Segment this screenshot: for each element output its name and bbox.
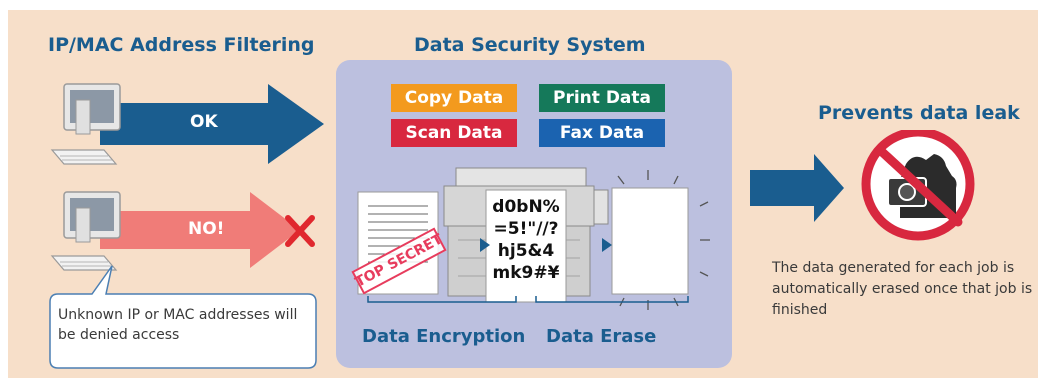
tag-fax-data: Fax Data — [539, 119, 665, 147]
no-camera-icon — [861, 130, 975, 241]
tag-copy-data: Copy Data — [391, 84, 517, 112]
encrypted-document — [485, 189, 567, 303]
encrypted-line: d0bN% — [492, 197, 560, 217]
encrypted-text: d0bN% =5!"//? hj5&4 mk9#¥ — [488, 196, 564, 284]
erase-label: Data Erase — [546, 326, 657, 347]
flow-arrow — [480, 238, 490, 252]
encrypted-line: mk9#¥ — [492, 263, 560, 283]
computer-icon — [50, 191, 121, 271]
leak-heading: Prevents data leak — [818, 102, 1020, 124]
computer-icon — [50, 83, 121, 165]
callout-bubble — [49, 265, 317, 369]
encryption-bracket — [367, 296, 517, 303]
security-heading: Data Security System — [414, 34, 646, 56]
security-graphics — [357, 167, 710, 310]
filtering-graphics — [49, 83, 324, 369]
no-label: NO! — [188, 219, 225, 239]
ok-arrow — [100, 84, 324, 164]
deny-x-icon — [285, 215, 315, 247]
encrypted-line: hj5&4 — [497, 241, 555, 261]
callout-text: Unknown IP or MAC addresses will be deni… — [58, 307, 298, 343]
no-arrow — [100, 192, 300, 268]
encrypted-line: =5!"//? — [493, 219, 559, 239]
erased-document — [611, 187, 689, 295]
right-arrow — [750, 154, 844, 222]
ok-label: OK — [190, 112, 218, 132]
filtering-heading: IP/MAC Address Filtering — [48, 34, 315, 56]
leak-graphics — [750, 130, 975, 241]
encryption-label: Data Encryption — [362, 326, 526, 347]
leak-caption: The data generated for each job is autom… — [772, 260, 1033, 318]
tag-print-data: Print Data — [539, 84, 665, 112]
erase-bracket — [535, 296, 689, 303]
flow-arrow — [602, 238, 612, 252]
tag-scan-data: Scan Data — [391, 119, 517, 147]
